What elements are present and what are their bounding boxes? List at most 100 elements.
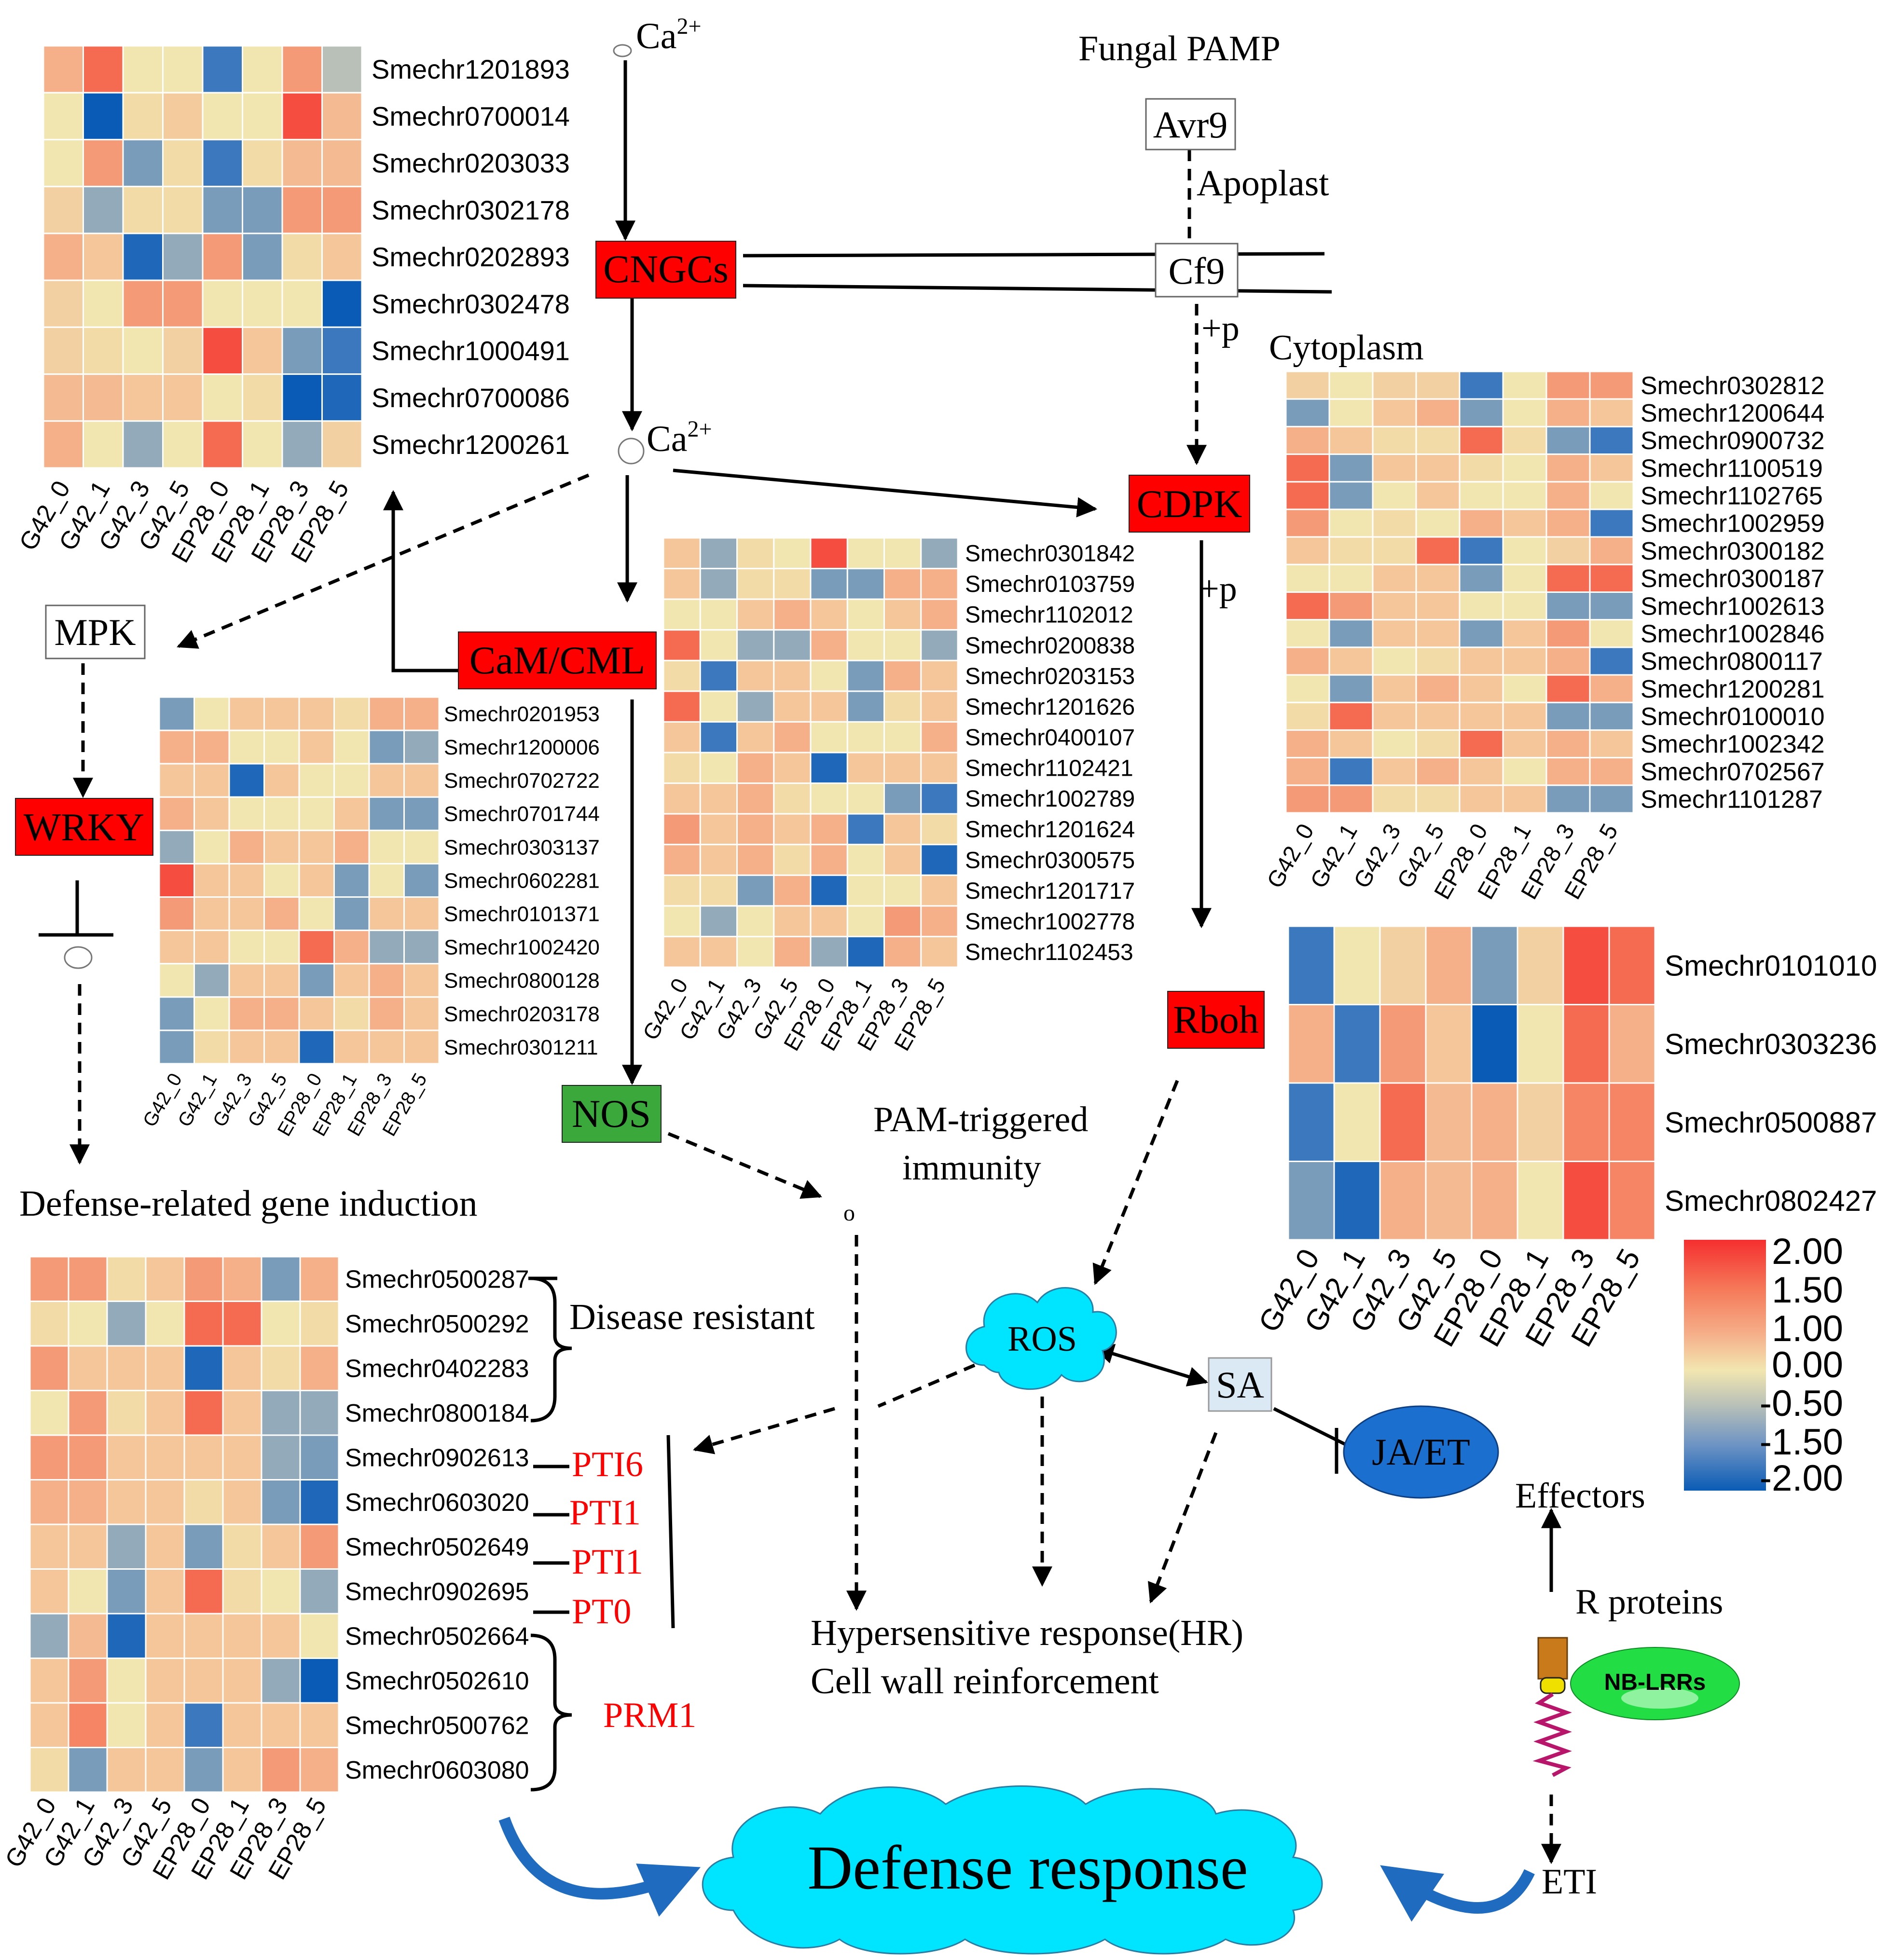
heatmap-cell xyxy=(333,996,370,1031)
heatmap-cell xyxy=(699,568,738,600)
heatmap-cell xyxy=(773,752,812,784)
heatmap-cell xyxy=(920,659,959,692)
heatmap-cell xyxy=(1589,674,1634,703)
jaet-node[interactable]: JA/ET xyxy=(1343,1405,1499,1499)
heatmap-cell xyxy=(193,796,230,831)
heatmap-cell xyxy=(1328,508,1374,538)
gene-label: Smechr1201717 xyxy=(965,878,1135,904)
nos-label: NOS xyxy=(572,1092,651,1136)
heatmap-cell xyxy=(1545,646,1591,676)
heatmap-cell xyxy=(736,598,775,631)
cngcs-node[interactable]: CNGCs xyxy=(595,241,736,299)
heatmap-cell xyxy=(122,279,164,328)
heatmap-cell xyxy=(202,233,243,281)
heatmap-cell xyxy=(228,1029,265,1065)
eti-label: ETI xyxy=(1542,1862,1597,1902)
heatmap-cell xyxy=(228,863,265,898)
heatmap-cell xyxy=(1545,674,1591,703)
heatmap-cell xyxy=(29,1523,69,1570)
heatmap-cell xyxy=(773,537,812,570)
heatmap-cell xyxy=(228,896,265,932)
gene-label: Smechr0101371 xyxy=(444,903,600,926)
gene-label: Smechr0103759 xyxy=(965,572,1135,597)
heatmap-cell xyxy=(242,92,283,140)
camcml-node[interactable]: CaM/CML xyxy=(458,631,657,689)
avr9-node[interactable]: Avr9 xyxy=(1145,98,1236,151)
heatmap-cell xyxy=(773,568,812,600)
heatmap-cell xyxy=(145,1747,185,1793)
color-scale-tick-label: 1.50 xyxy=(1772,1270,1843,1311)
heatmap-cell xyxy=(1471,1082,1518,1162)
cdpk-node[interactable]: CDPK xyxy=(1129,475,1250,533)
arrow-camcml-to-cngc-genes xyxy=(383,490,458,672)
heatmap-cell xyxy=(222,1747,262,1793)
heatmap-cell xyxy=(1459,591,1504,621)
heatmap-cell xyxy=(1285,563,1330,593)
heatmap-cell xyxy=(1517,1082,1564,1162)
heatmap-cell xyxy=(1459,425,1504,455)
heatmap-cell xyxy=(321,186,363,234)
heatmap-cell xyxy=(263,963,300,998)
heatmap-cell xyxy=(662,690,701,723)
ros-cloud[interactable]: ROS xyxy=(965,1287,1117,1390)
gene-label: Smechr1002959 xyxy=(1641,510,1825,538)
heatmap-cell xyxy=(29,1479,69,1525)
gene-label: Smechr0300187 xyxy=(1641,565,1825,593)
rboh-label: Rboh xyxy=(1173,998,1259,1042)
gene-label: Smechr0502610 xyxy=(345,1667,529,1695)
heatmap-cell xyxy=(83,420,124,469)
arrow-ca-to-mpk xyxy=(177,473,590,649)
heatmap-cell xyxy=(920,813,959,846)
mpk-node[interactable]: MPK xyxy=(45,604,146,659)
hr-label-line2: Cell wall reinforcement xyxy=(811,1661,1159,1701)
heatmap-cell xyxy=(773,813,812,846)
rboh-node[interactable]: Rboh xyxy=(1167,991,1265,1049)
heatmap-cell xyxy=(773,629,812,661)
heatmap-cell xyxy=(183,1256,224,1302)
heatmap-cell xyxy=(222,1301,262,1347)
ca-middle-label: Ca2+ xyxy=(647,416,712,459)
heatmap-cell xyxy=(699,813,738,846)
heatmap-cell xyxy=(920,598,959,631)
heatmap-cell xyxy=(1333,1161,1381,1241)
heatmap-cell xyxy=(299,1345,340,1391)
heatmap-cell xyxy=(106,1479,147,1525)
heatmap-cell xyxy=(299,1434,340,1480)
heatmap-cell xyxy=(1372,425,1417,455)
heatmap-cell xyxy=(222,1658,262,1704)
defense-genes-heatmap: Smechr0500287Smechr0500292Smechr0402283S… xyxy=(0,1256,529,1884)
sa-node[interactable]: SA xyxy=(1208,1357,1272,1412)
heatmap-cell xyxy=(228,763,265,798)
immunity-label: immunity xyxy=(902,1148,1041,1188)
heatmap-cell xyxy=(281,92,323,140)
gene-label: Smechr1201893 xyxy=(372,54,570,84)
heatmap-cell xyxy=(162,373,204,422)
wrky-node[interactable]: WRKY xyxy=(15,798,153,856)
heatmap-cell xyxy=(29,1613,69,1659)
heatmap-cell xyxy=(810,537,848,570)
gene-label: Smechr1200281 xyxy=(1641,675,1825,703)
receptor-head xyxy=(1537,1637,1568,1680)
heatmap-cell xyxy=(1425,1082,1473,1162)
heatmap-cell xyxy=(281,420,323,469)
heatmap-cell xyxy=(162,233,204,281)
fungal-pamp-label: Fungal PAMP xyxy=(1078,29,1281,69)
heatmap-cell xyxy=(158,963,195,998)
heatmap-cell xyxy=(42,373,84,422)
defense-response-cloud[interactable]: Defense response xyxy=(702,1785,1323,1955)
heatmap-cell xyxy=(1502,701,1547,731)
heatmap-cell xyxy=(158,996,195,1031)
heatmap-cell xyxy=(1285,481,1330,510)
heatmap-cell xyxy=(299,1747,340,1793)
heatmap-cell xyxy=(662,752,701,784)
cf9-node[interactable]: Cf9 xyxy=(1155,243,1239,298)
heatmap-cell xyxy=(1517,925,1564,1005)
gene-label: Smechr1200261 xyxy=(372,429,570,460)
heatmap-cell xyxy=(1589,508,1634,538)
heatmap-cell xyxy=(1502,508,1547,538)
heatmap-cell xyxy=(106,1390,147,1436)
heatmap-cell xyxy=(1562,1004,1610,1084)
color-scale-bar xyxy=(1684,1240,1766,1491)
nos-node[interactable]: NOS xyxy=(562,1085,662,1143)
